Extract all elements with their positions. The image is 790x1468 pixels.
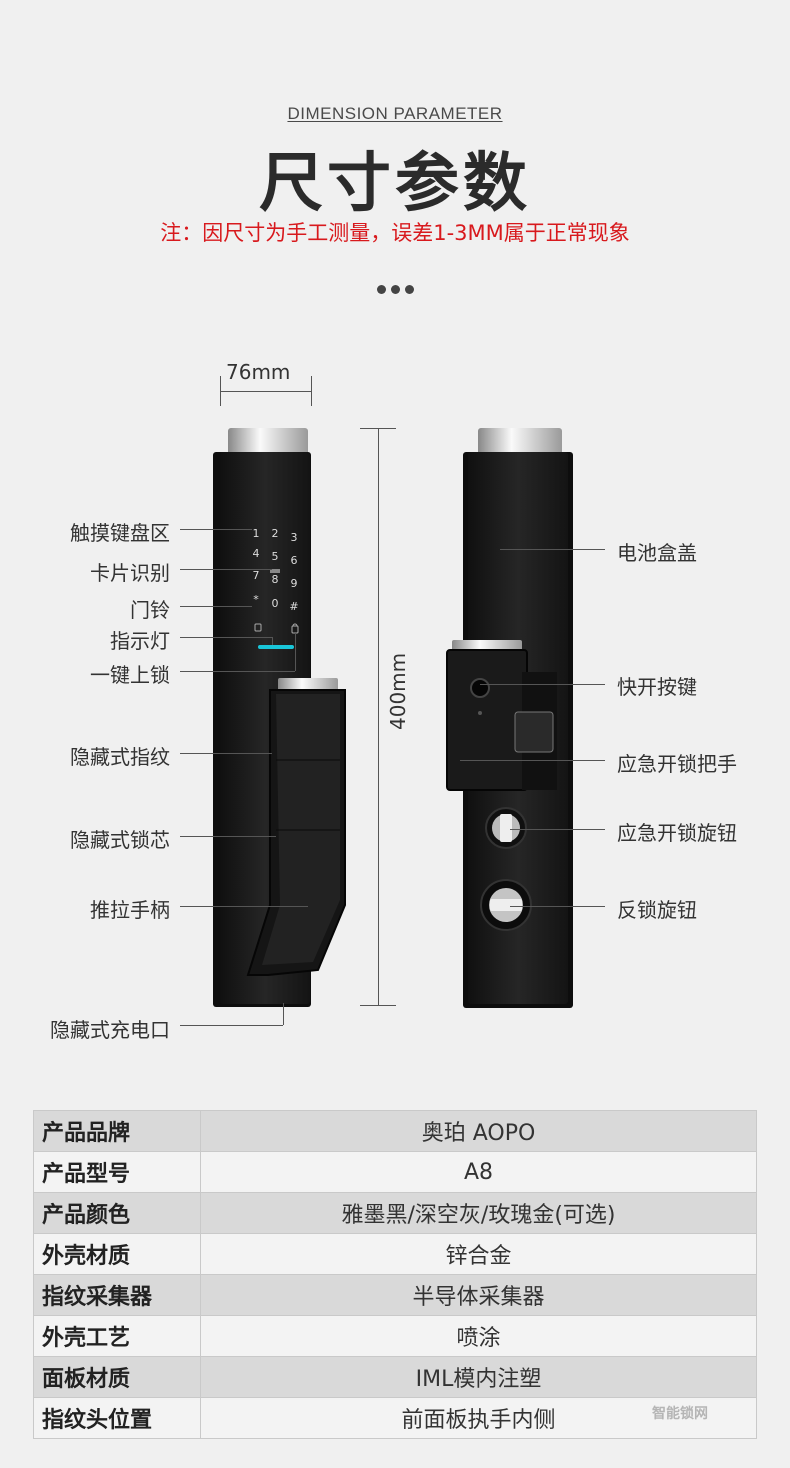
leader-emergency-knob [510,829,605,830]
spec-value: 前面板执手内侧 [200,1397,757,1439]
key-2: 2 [272,527,279,540]
leader-hidden-charging-port [180,1025,283,1026]
label-touch-keypad: 触摸键盘区 [70,521,170,545]
key-6: 6 [291,554,298,567]
label-hidden-fingerprint: 隐藏式指纹 [70,745,170,769]
key-8: 8 [272,573,279,586]
leader-battery-cover [500,549,605,550]
spec-key: 外壳材质 [33,1233,201,1275]
key-5: 5 [272,550,279,563]
label-hidden-charging-port: 隐藏式充电口 [50,1018,170,1042]
spec-key: 指纹采集器 [33,1274,201,1316]
spec-key: 产品品牌 [33,1110,201,1152]
label-card-reader: 卡片识别 [90,561,170,585]
leader-hidden-charging-port-v [283,1003,284,1025]
page-title: 尺寸参数 [259,147,531,221]
leader-indicator [180,637,272,638]
key-hash: # [289,600,298,613]
key-9: 9 [291,577,298,590]
watermark: 智能锁网 [652,1406,708,1422]
label-indicator: 指示灯 [110,629,170,653]
label-doorbell: 门铃 [130,598,170,622]
spec-value: 奥珀 AOPO [200,1110,757,1152]
spec-key: 面板材质 [33,1356,201,1398]
spec-key: 指纹头位置 [33,1397,201,1439]
leader-touch-keypad [180,529,252,530]
leader-hidden-lock-cylinder [180,836,276,837]
back-lock [446,428,573,1008]
key-star: * [253,593,259,606]
table-row: 产品颜色雅墨黑/深空灰/玫瑰金(可选) [33,1192,757,1234]
label-one-key-lock: 一键上锁 [90,663,170,687]
measurement-note: 注：因尺寸为手工测量，误差1-3MM属于正常现象 [160,221,630,245]
spec-value: 喷涂 [200,1315,757,1357]
label-hidden-lock-cylinder: 隐藏式锁芯 [70,828,170,852]
key-1: 1 [253,527,260,540]
key-4: 4 [253,547,260,560]
leader-doorbell [180,606,252,607]
height-line [378,428,379,1006]
table-row: 产品品牌奥珀 AOPO [33,1110,757,1152]
leader-card-reader [180,569,272,570]
leader-hidden-fingerprint [180,753,272,754]
leader-anti-lock-knob [510,906,605,907]
leader-one-key-lock [180,671,295,672]
key-0: 0 [272,597,279,610]
key-7: 7 [253,569,260,582]
spec-value: 锌合金 [200,1233,757,1275]
divider-dots [377,279,419,298]
spec-key: 产品颜色 [33,1192,201,1234]
subtitle-en: DIMENSION PARAMETER [287,104,503,123]
keypad: 1 2 3 4 5 6 7 8 9 * 0 # [253,527,299,613]
table-row: 外壳材质锌合金 [33,1233,757,1275]
width-line [220,391,312,392]
label-push-pull-handle: 推拉手柄 [90,898,170,922]
label-quick-open: 快开按键 [617,675,697,699]
leader-indicator-v [272,637,273,645]
front-lock [213,428,346,1007]
leader-one-key-lock-v [295,633,296,671]
label-battery-cover: 电池盒盖 [617,541,697,565]
leader-push-pull-handle [180,906,308,907]
spec-value: IML模内注塑 [200,1356,757,1398]
spec-key: 产品型号 [33,1151,201,1193]
spec-value: A8 [200,1151,757,1193]
leader-quick-open [480,684,605,685]
table-row: 指纹头位置前面板执手内侧 [33,1397,757,1439]
label-emergency-knob: 应急开锁旋钮 [617,821,737,845]
table-row: 外壳工艺喷涂 [33,1315,757,1357]
leader-emergency-handle [460,760,605,761]
spec-value: 雅墨黑/深空灰/玫瑰金(可选) [200,1192,757,1234]
label-emergency-handle: 应急开锁把手 [617,752,737,776]
width-dimension-label: 76mm [226,360,291,384]
spec-value: 半导体采集器 [200,1274,757,1316]
spec-key: 外壳工艺 [33,1315,201,1357]
label-anti-lock-knob: 反锁旋钮 [617,898,697,922]
key-3: 3 [291,531,298,544]
lock-illustration: 1 2 3 4 5 6 7 8 9 * 0 # [213,428,573,1008]
table-row: 指纹采集器半导体采集器 [33,1274,757,1316]
